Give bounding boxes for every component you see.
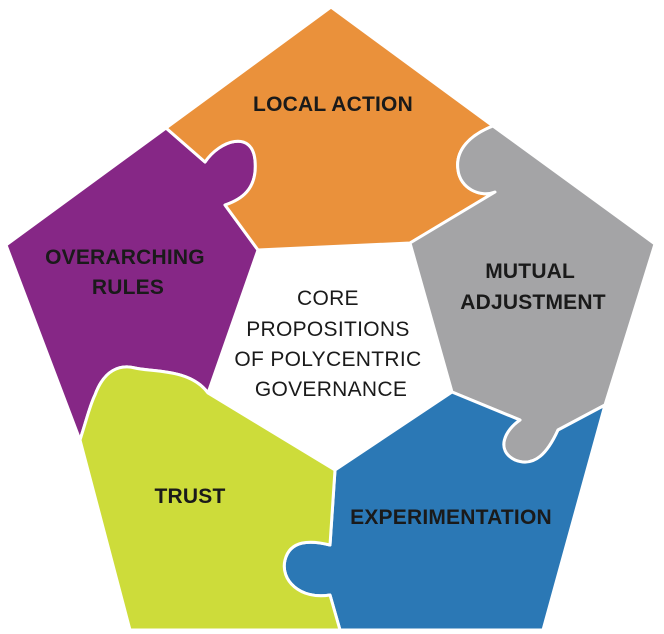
label-overarching-rules: OVERARCHING RULES xyxy=(45,246,211,299)
center-area xyxy=(208,243,452,470)
label-mutual-adjustment: MUTUAL ADJUSTMENT xyxy=(460,260,606,314)
label-experimentation: EXPERIMENTATION xyxy=(350,506,552,529)
label-trust: TRUST xyxy=(155,485,226,508)
piece-trust xyxy=(78,365,342,632)
center-title: CORE PROPOSITIONS OF POLYCENTRIC GOVERNA… xyxy=(234,287,427,401)
label-local-action: LOCAL ACTION xyxy=(253,93,413,116)
